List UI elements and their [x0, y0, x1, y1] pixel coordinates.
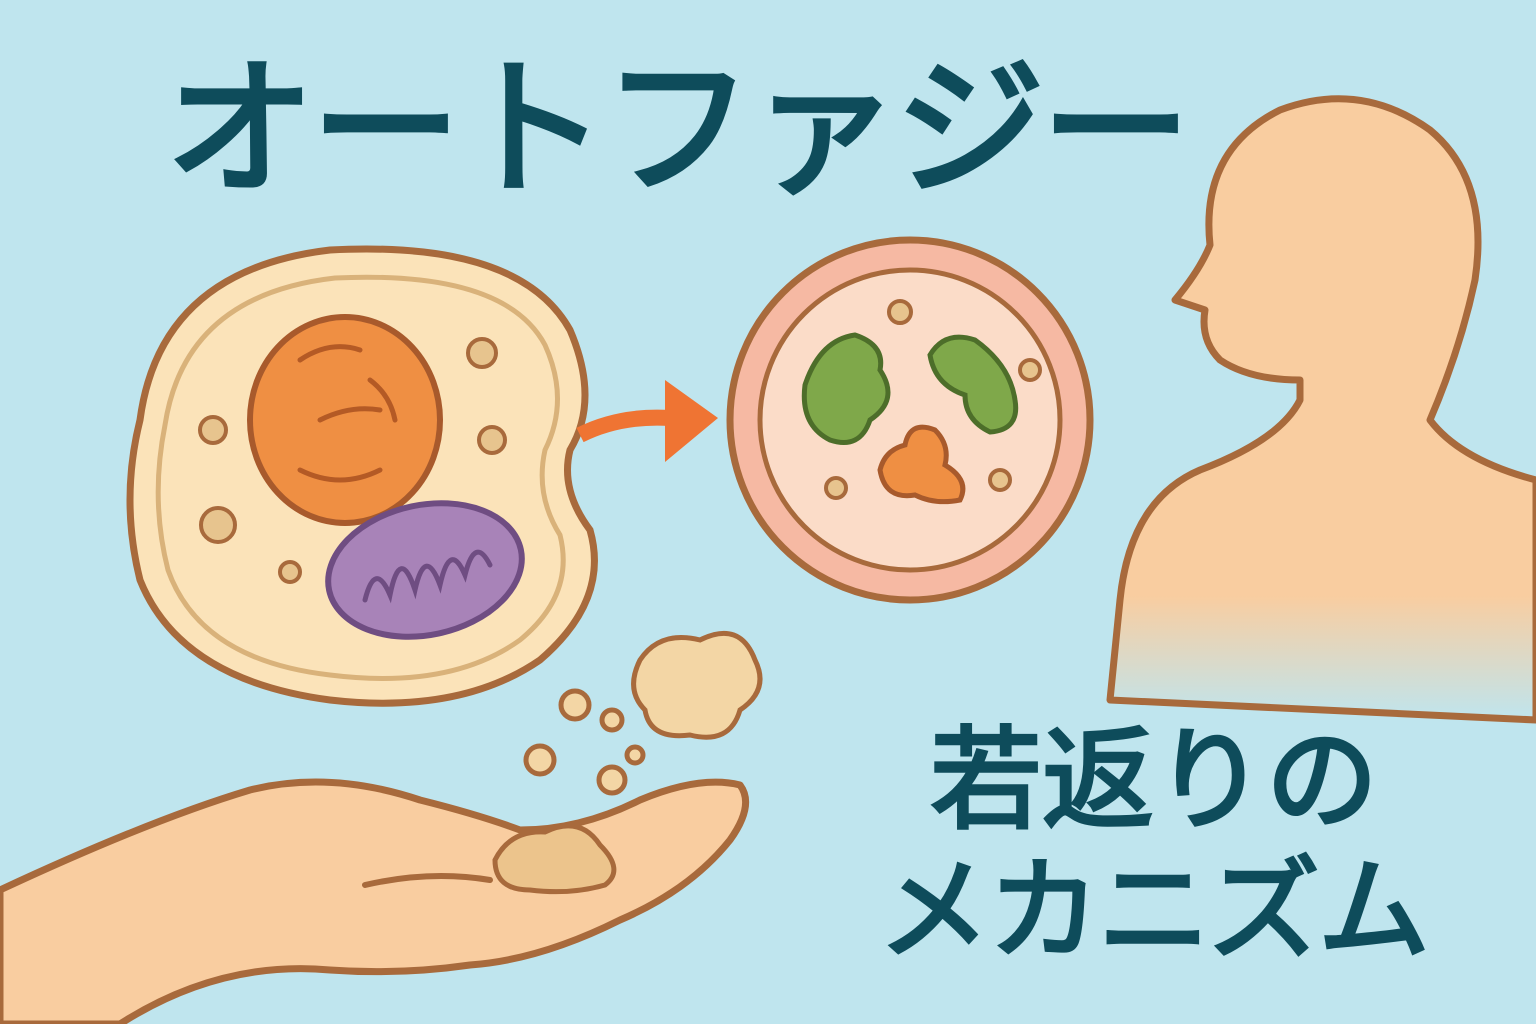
arrow-icon: [576, 409, 671, 443]
subtitle-line-1: 若返りの: [930, 716, 1378, 846]
cell: [126, 245, 598, 707]
nucleus: [247, 314, 443, 526]
debris: [523, 630, 763, 796]
title: オートファジー: [165, 43, 1191, 217]
human-silhouette: [1106, 95, 1536, 724]
hand: [0, 778, 750, 1024]
debris-in-hand: [492, 823, 617, 895]
mitochondrion: [325, 500, 525, 640]
lysosome: [726, 236, 1094, 604]
subtitle-line-2: メカニズム: [878, 846, 1430, 976]
